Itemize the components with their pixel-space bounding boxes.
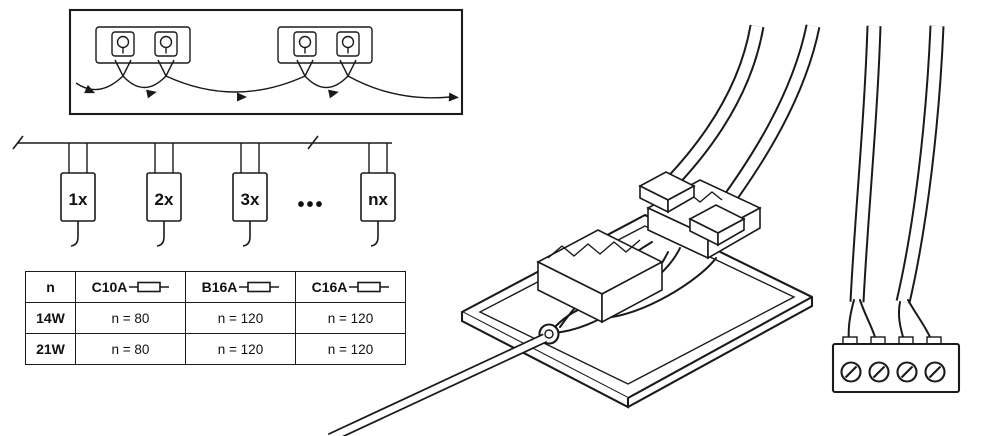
table-row: 21W n = 80 n = 120 n = 120 [25,333,406,365]
col-header-label: B16A [201,279,238,295]
driver-box-2x: 2x [146,143,182,247]
table-header-row: n C10A B16A [25,271,406,303]
isometric-unit-drawing [327,24,961,436]
terminal-screw-icon [924,361,946,383]
driver-chain-schematic: 1x 2x 3x ••• [12,135,396,247]
fuse-icon [349,281,390,293]
luminaire-icon [111,31,135,78]
cell-value: n = 120 [185,333,296,365]
luminaire-icon [293,31,317,78]
ellipsis-dots: ••• [297,194,324,216]
bus-break-tick [307,135,319,150]
col-header-c16a: C16A [295,271,406,303]
fuse-icon [239,281,280,293]
luminaire-icon [154,31,178,78]
row-header-14w: 14W [25,302,76,334]
terminal-block [536,229,664,324]
luminaire-group-1 [95,26,191,64]
driver-box-3x: 3x [232,143,268,247]
col-header-c10a: C10A [75,271,186,303]
connector-wires [847,299,934,345]
through-wiring-curve [75,74,451,99]
col-header-label: C10A [91,279,128,295]
driver-box-label: 3x [241,190,260,209]
fuse-icon [129,281,170,293]
terminal-screw-icon [868,361,890,383]
panel-frame [68,8,464,116]
row-header-21w: 21W [25,333,76,365]
col-header-label: n [46,279,55,295]
fuse-table: n C10A B16A [25,271,406,365]
terminal-screw-icon [840,361,862,383]
cell-value: n = 80 [75,302,186,334]
driver-box-label: 2x [155,190,174,209]
cable-entry-connector [688,204,746,247]
flow-arrow-icon [84,84,459,102]
luminaire-group-2 [277,26,373,64]
driver-box-1x: 1x [60,143,96,247]
bus-break-tick [12,135,24,150]
col-header-b16a: B16A [185,271,296,303]
table-row: 14W n = 80 n = 120 n = 120 [25,302,406,334]
daisy-chain-panel [68,8,464,116]
connector-block [831,336,961,394]
cell-value: n = 120 [295,302,406,334]
luminaire-icon [336,31,360,78]
driver-box-nx: nx [360,143,396,247]
cable-entry-connector [638,171,696,214]
cell-value: n = 80 [75,333,186,365]
outgoing-cable [327,333,548,436]
driver-box-label: nx [368,190,388,209]
cell-value: n = 120 [185,302,296,334]
col-header-n: n [25,271,76,303]
cell-value: n = 120 [295,333,406,365]
driver-box-label: 1x [69,190,88,209]
terminal-screw-icon [896,361,918,383]
col-header-label: C16A [311,279,348,295]
